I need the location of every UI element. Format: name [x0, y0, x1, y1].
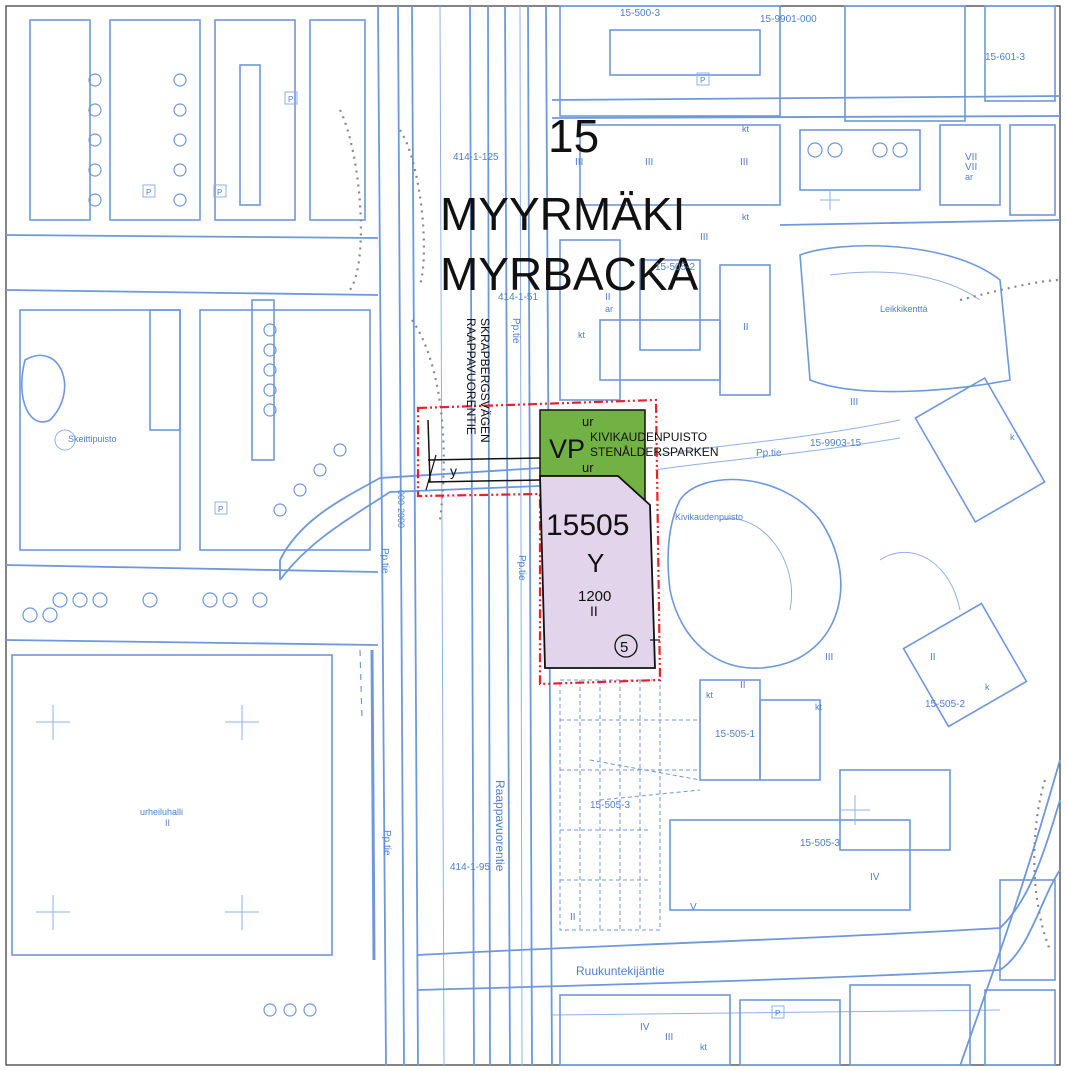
block-number: 15505	[546, 509, 629, 542]
parking-mark: P	[700, 76, 705, 85]
building-code: II	[570, 912, 576, 923]
building-code: II	[743, 322, 749, 333]
plan-boundary	[416, 398, 662, 686]
parking-mark: P	[217, 188, 222, 197]
building-code: IV	[870, 872, 880, 883]
parcel-id: 414-1-95	[450, 862, 490, 873]
park-code: VP	[549, 434, 585, 464]
building-code: ar	[965, 172, 973, 182]
block-use: Y	[587, 548, 604, 578]
building-code: kt	[742, 212, 750, 222]
building-code: V	[690, 902, 697, 913]
place-urheiluhalli: urheiluhalli	[140, 807, 183, 817]
building-code: III	[740, 157, 748, 168]
building-code: III	[665, 1032, 673, 1043]
park-name-fi: KIVIKAUDENPUISTO	[590, 430, 707, 444]
parcel-id: 15-505-1	[715, 729, 755, 740]
street-raappavuorentie: Raappavuorentie	[493, 780, 507, 872]
parcel-id: 000-2000	[396, 490, 406, 528]
building-code: II	[930, 652, 936, 663]
parking-mark: P	[775, 1009, 780, 1018]
parcel-id: 15-9903-15	[810, 438, 862, 449]
building-code: VII	[965, 152, 977, 163]
parcel-id: 414-1-125	[453, 152, 499, 163]
pp-tie-label: Pp.tie	[516, 555, 527, 581]
park-name-sv: STENÅLDERSPARKEN	[590, 444, 718, 459]
place-leikkikentta: Leikkikenttä	[880, 304, 928, 314]
road-y-label: y	[450, 463, 457, 479]
parking-mark: P	[288, 95, 293, 104]
area-number: 15	[548, 110, 599, 162]
building-code: IV	[640, 1022, 650, 1033]
building-code: ar	[605, 304, 613, 314]
circle-mark-label: 5	[620, 639, 628, 656]
area-name-sv: MYRBACKA	[440, 248, 698, 300]
floor-circle-mark	[614, 634, 638, 658]
place-skeittipuisto: Skeittipuisto	[68, 434, 117, 444]
building-code: III	[825, 652, 833, 663]
parcel-id: 15-505-2	[925, 699, 965, 710]
building-code: II	[740, 680, 746, 691]
map-frame	[5, 5, 1061, 1066]
block-area	[539, 475, 656, 669]
pp-tie-label: Pp.tie	[510, 318, 521, 344]
street-ruukuntekijantie: Ruukuntekijäntie	[576, 964, 665, 978]
street-raappavuorentie-fi: RAAPPAVUORENTIE	[464, 318, 478, 435]
building-code: III	[645, 157, 653, 168]
building-code: kt	[815, 702, 823, 712]
parcel-id: 15-9901-000	[760, 14, 817, 25]
pp-tie-label: Pp.tie	[379, 548, 390, 574]
pp-tie-label: Pp.tie	[756, 448, 782, 459]
place-urheiluhalli-floors: II	[165, 818, 170, 828]
plan-area	[416, 398, 662, 686]
parcel-id: 15-505-2	[655, 262, 695, 273]
parking-mark: P	[146, 188, 151, 197]
area-name-fi: MYYRMÄKI	[440, 188, 685, 240]
building-code: kt	[700, 1042, 708, 1052]
building-code: II	[605, 292, 611, 303]
building-code: kt	[578, 330, 586, 340]
basemap	[5, 5, 1061, 1067]
place-kivikaudenpuisto: Kivikaudenpuisto	[675, 512, 743, 522]
parcel-id: 414-1-51	[498, 292, 538, 303]
ur-top: ur	[582, 414, 594, 429]
parking-mark: P	[218, 505, 223, 514]
block-floor-area: 1200	[578, 588, 611, 605]
building-code: kt	[742, 124, 750, 134]
building-code: VII	[965, 162, 977, 173]
building-code: III	[700, 232, 708, 243]
parcel-id: 15-601-3	[985, 52, 1025, 63]
building-code: kt	[706, 690, 714, 700]
labels: 15 MYYRMÄKI MYRBACKA VP KIVIKAUDENPUISTO…	[68, 8, 1025, 1052]
ur-bottom: ur	[582, 460, 594, 475]
building-code: III	[575, 157, 583, 168]
building-code: III	[850, 397, 858, 408]
parcel-id: 15-505-3	[800, 838, 840, 849]
parcel-id: 15-500-3	[620, 8, 660, 19]
pp-tie-label: Pp.tie	[381, 830, 392, 856]
building-code: k	[985, 682, 990, 692]
building-code: k	[1010, 432, 1015, 442]
parcel-id: 15-505-3	[590, 800, 630, 811]
street-raappavuorentie-sv: SKRAPBERGSVÄGEN	[478, 318, 492, 443]
block-floors: II	[590, 603, 598, 619]
